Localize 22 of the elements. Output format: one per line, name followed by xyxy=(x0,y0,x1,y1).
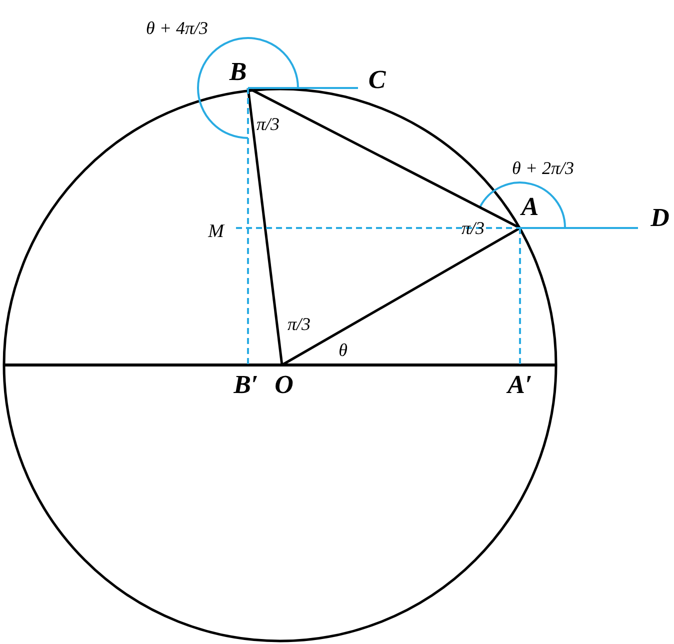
dashed-line xyxy=(247,88,249,365)
line-segment xyxy=(248,87,358,89)
line-segment xyxy=(520,227,638,229)
point-label: O xyxy=(274,372,294,398)
angle-label: θ + 2π/3 xyxy=(512,158,574,178)
dashed-line xyxy=(236,227,520,229)
angle-label: θ xyxy=(338,340,348,360)
line-segment xyxy=(246,88,284,366)
line-segment xyxy=(247,86,521,230)
point-label: B′ xyxy=(234,372,258,398)
point-label: B xyxy=(229,59,247,85)
point-label: C xyxy=(368,67,386,93)
dashed-line xyxy=(519,228,521,365)
point-label: A xyxy=(521,194,539,220)
angle-label: π/3 xyxy=(256,114,280,134)
point-label: A′ xyxy=(508,372,532,398)
line-segment xyxy=(281,226,521,366)
point-label: D xyxy=(650,205,670,231)
point-label: M xyxy=(208,219,224,245)
angle-label: θ + 4π/3 xyxy=(146,18,208,38)
angle-label: π/3 xyxy=(461,218,485,238)
angle-label: π/3 xyxy=(287,314,311,334)
